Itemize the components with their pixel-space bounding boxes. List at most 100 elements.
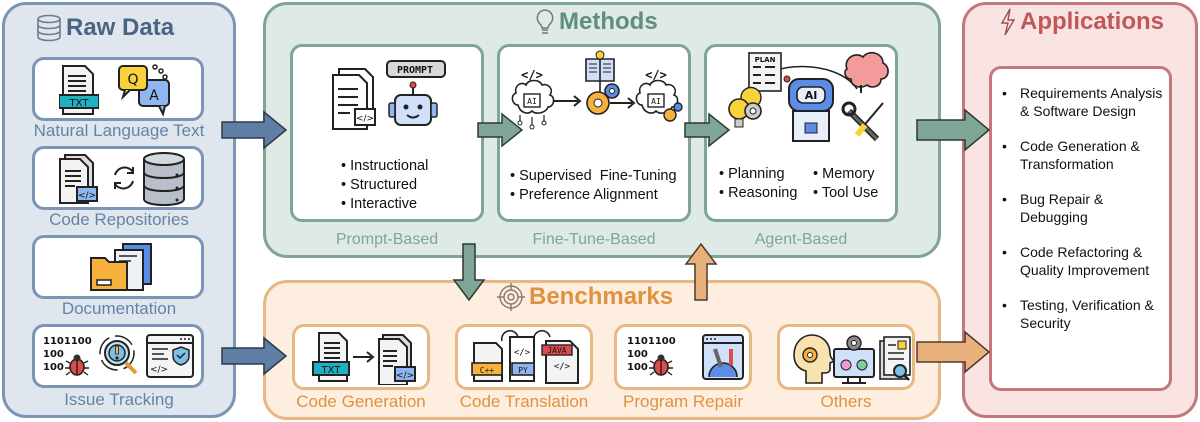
applications-title: Applications	[1000, 8, 1164, 36]
code-translation-card: C++ </> PY JAVA </>	[455, 324, 593, 390]
svg-text:</>: </>	[554, 362, 571, 372]
applications-title-text: Applications	[1020, 8, 1165, 35]
bullet-item: Reasoning	[719, 184, 797, 203]
application-item: Requirements Analysis & Software Design	[1000, 84, 1170, 120]
py-tag: PY	[518, 366, 528, 375]
target-icon	[497, 283, 525, 311]
agent-bullets-right: Memory Tool Use	[813, 165, 878, 203]
bullet-item: Structured	[341, 176, 428, 195]
code-document-icon: </>	[59, 154, 98, 204]
others-icon	[793, 334, 911, 384]
agent-robot-icon: PLAN AI	[728, 51, 889, 142]
cpp-tag: C++	[480, 366, 495, 375]
fine-tune-pipeline-icon: </> AI </> AI	[511, 50, 683, 130]
arrow-benchmarks-to-applications	[916, 330, 991, 374]
arrow-finetune-to-agent	[684, 112, 731, 148]
svg-text:AI: AI	[805, 89, 818, 102]
code-translation-icon: C++ </> PY JAVA </>	[471, 329, 579, 384]
prompt-based-label: Prompt-Based	[335, 231, 439, 248]
txt-tag: TXT	[321, 365, 342, 376]
application-item: Bug Repair & Debugging	[1000, 190, 1170, 226]
bullet-item: Memory	[813, 165, 878, 184]
application-item: Testing, Verification & Security	[1000, 296, 1170, 332]
application-item: Code Refactoring & Quality Improvement	[1000, 243, 1170, 279]
others-label: Others	[820, 392, 872, 411]
methods-title-text: Methods	[559, 8, 658, 35]
svg-text:</>: </>	[150, 365, 168, 375]
java-tag: JAVA	[547, 346, 566, 355]
svg-text:TXT: TXT	[69, 98, 90, 109]
bullet-item: Supervised Fine-Tuning	[510, 167, 676, 186]
svg-text:</>: </>	[78, 191, 96, 201]
bullet-item: Planning	[719, 165, 797, 184]
benchmarks-title: Benchmarks	[497, 283, 673, 311]
natural-language-card: TXT A Q	[32, 57, 204, 121]
applications-card	[989, 66, 1172, 391]
arrow-raw-to-methods	[221, 110, 288, 150]
raw-data-title: Raw Data	[36, 14, 174, 42]
others-card	[777, 324, 915, 390]
raw-data-title-text: Raw Data	[66, 14, 175, 41]
folder-documents-icon	[90, 243, 152, 291]
natural-language-label: Natural Language Text	[33, 121, 205, 140]
code-generation-card: TXT </>	[292, 324, 430, 390]
issue-search-icon	[99, 335, 138, 375]
svg-text:</>: </>	[645, 68, 667, 82]
code-tag: </>	[396, 371, 414, 381]
qa-chat-icon: A Q	[118, 64, 170, 117]
arrow-raw-to-benchmarks	[221, 336, 288, 376]
svg-text:A: A	[149, 88, 159, 104]
code-translation-label: Code Translation	[459, 392, 589, 411]
agent-bullets-left: Planning Reasoning	[719, 165, 797, 203]
code-generation-label: Code Generation	[296, 392, 426, 411]
bullet-item: Interactive	[341, 195, 428, 214]
binary-text: 1101100 100 100	[43, 336, 92, 373]
secure-code-window-icon: </>	[146, 334, 194, 378]
svg-text:AI: AI	[651, 97, 661, 106]
repair-tools-window-icon	[702, 334, 744, 380]
issue-tracking-label: Issue Tracking	[64, 390, 174, 409]
documentation-label: Documentation	[61, 299, 177, 318]
methods-title: Methods	[535, 8, 658, 36]
arrow-benchmarks-to-methods	[684, 242, 718, 301]
sync-icon	[114, 166, 134, 190]
bug-icon	[649, 354, 673, 376]
code-repositories-card: </>	[32, 146, 204, 210]
code-repositories-label: Code Repositories	[49, 210, 189, 229]
application-item: Code Generation & Transformation	[1000, 137, 1170, 173]
prompt-based-card: </> PROMPT Instructional Structured Inte…	[290, 44, 484, 222]
plan-label: PLAN	[755, 56, 776, 64]
bug-icon	[65, 354, 89, 376]
lightbulb-icon	[536, 9, 554, 34]
fine-tune-bullets: Supervised Fine-Tuning Preference Alignm…	[510, 167, 677, 205]
arrow-prompt-to-finetune	[477, 112, 524, 148]
bullet-item: Preference Alignment	[510, 186, 677, 205]
agent-based-label: Agent-Based	[754, 231, 848, 248]
svg-text:Q: Q	[127, 72, 138, 88]
fine-tune-based-card: </> AI </> AI Supervised Fine-Tuning Pre…	[497, 44, 691, 222]
agent-based-card: PLAN AI Planning Reasoning Memory Tool U…	[704, 44, 898, 222]
prompt-based-bullets: Instructional Structured Interactive	[341, 157, 428, 214]
txt-file-icon: TXT	[59, 65, 99, 115]
arrow-methods-to-applications	[916, 108, 991, 152]
applications-list: Requirements Analysis & Software Design …	[1000, 84, 1170, 349]
bullet-item: Instructional	[341, 157, 428, 176]
svg-text:</>: </>	[521, 68, 543, 82]
database-stack-icon	[143, 152, 185, 207]
program-repair-card: 1101100 100 100	[614, 324, 752, 390]
svg-text:</>: </>	[514, 348, 531, 358]
documentation-card	[32, 235, 204, 299]
lightning-icon	[1000, 8, 1016, 36]
fine-tune-based-label: Fine-Tune-Based	[532, 231, 656, 248]
prompt-badge-text: PROMPT	[397, 65, 433, 76]
txt-to-code-icon: TXT </>	[312, 332, 416, 385]
prompt-robot-icon: </> PROMPT	[332, 60, 446, 130]
arrow-methods-to-benchmarks	[452, 243, 486, 302]
benchmarks-title-text: Benchmarks	[529, 283, 674, 310]
issue-tracking-card: 1101100 100 100 </>	[32, 324, 204, 388]
database-icon	[37, 14, 61, 42]
svg-text:AI: AI	[527, 97, 537, 106]
svg-text:</>: </>	[356, 114, 374, 124]
bullet-item: Tool Use	[813, 184, 878, 203]
program-repair-label: Program Repair	[623, 392, 743, 411]
